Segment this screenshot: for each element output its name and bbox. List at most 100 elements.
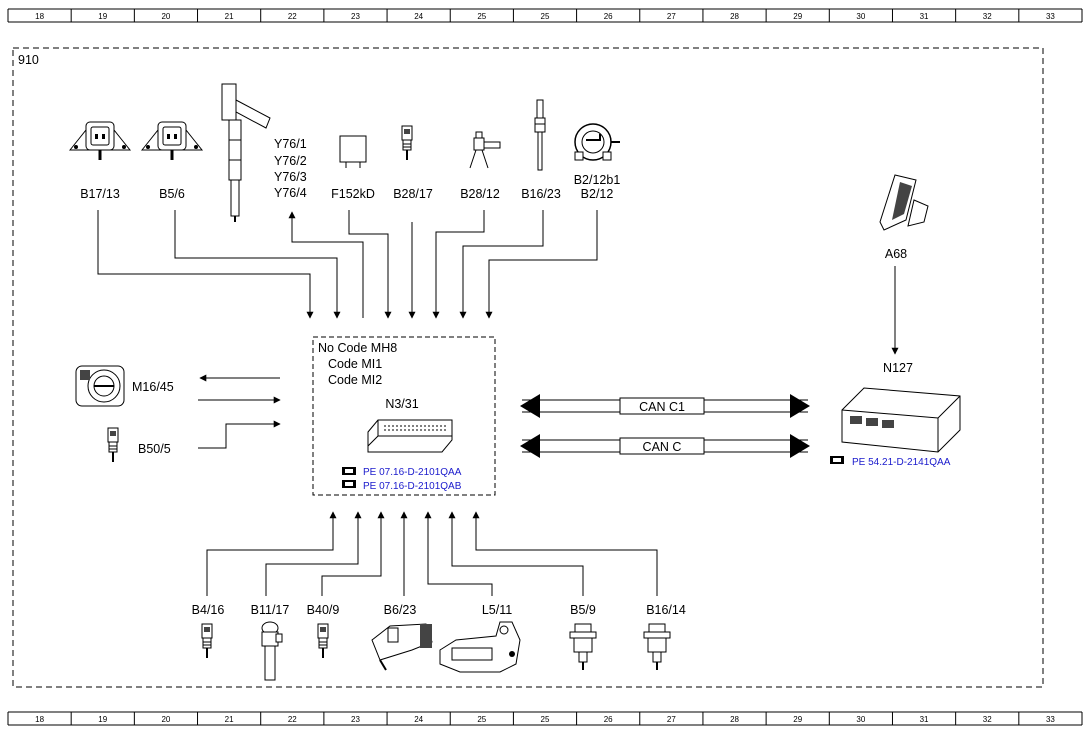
ruler-cell-label: 32 [983,715,992,724]
b4-16-sensor-icon [201,623,213,659]
ecu-n3-31-box [312,336,496,496]
label-a68: A68 [885,247,907,261]
b16-23-temp-sensor-icon [534,99,546,171]
ruler-cell-label: 25 [541,12,550,21]
ruler-cell-label: 28 [730,715,739,724]
b50-5-sensor-icon [107,427,119,463]
b6-23-camshaft-sensor-icon [371,623,433,671]
ecu-ref-1-link[interactable]: PE 07.16-D-2101QAA [363,467,462,478]
left-signal-lines [198,374,281,449]
label-b50-5: B50/5 [138,442,171,456]
can-c1-label: CAN C1 [639,400,685,414]
ecu-module-icon [367,419,453,453]
ruler-cell-label: 25 [477,12,486,21]
ruler-cell-label: 31 [920,12,929,21]
injector-icon [221,83,271,222]
can-c-bus [520,434,810,458]
ruler-cell-label: 26 [604,715,613,724]
ruler-cell-label: 22 [288,12,297,21]
label-m16-45: M16/45 [132,380,174,394]
label-b6-23: B6/23 [384,603,417,617]
ruler-cell-label: 20 [161,12,170,21]
b40-9-sensor-icon [317,623,329,659]
label-y76-2: Y76/2 [274,154,307,168]
ecu-ref-2-link[interactable]: PE 07.16-D-2101QAB [363,481,462,492]
label-b28-12: B28/12 [460,187,500,201]
ruler-cell-label: 29 [793,715,802,724]
can-c1-bus [520,394,810,418]
ecu-label: N3/31 [385,397,418,411]
ruler-cell-label: 24 [414,12,423,21]
b2-12-mass-air-flow-icon [574,123,620,161]
b5-6-pressure-sensor-icon [140,121,204,160]
a68-accelerator-pedal-icon [879,174,929,231]
label-f152kd: F152kD [331,187,375,201]
diagram-frame [12,47,1044,688]
ruler-cell-label: 27 [667,715,676,724]
b28-17-sensor-icon [401,125,413,161]
b17-13-pressure-sensor-icon [68,121,132,160]
b16-14-temp-sensor-icon [643,623,671,670]
label-b17-13: B17/13 [80,187,120,201]
ruler-cell-label: 28 [730,12,739,21]
label-y76-3: Y76/3 [274,170,307,184]
ecu-code-1: No Code MH8 [318,341,397,355]
l5-11-crankshaft-sensor-icon [439,621,521,673]
m16-45-throttle-actuator-icon [75,365,125,407]
label-b4-16: B4/16 [192,603,225,617]
ruler-cell-label: 18 [35,12,44,21]
label-l5-11: L5/11 [482,603,512,617]
label-n127: N127 [883,361,913,375]
f152kd-relay-icon [339,135,367,168]
label-b5-6: B5/6 [159,187,185,201]
label-b28-17: B28/17 [393,187,433,201]
ruler-cell-label: 23 [351,12,360,21]
ruler-cell-label: 30 [856,715,865,724]
ecu-code-3: Code MI2 [328,373,382,387]
ruler-cell-label: 29 [793,12,802,21]
ruler-cell-label: 24 [414,715,423,724]
ruler-cell-label: 33 [1046,715,1055,724]
ref-icon [342,480,356,488]
ruler-cell-label: 23 [351,715,360,724]
b5-9-pressure-sensor-icon [569,623,597,670]
ruler-cell-label: 27 [667,12,676,21]
ref-icon [342,467,356,475]
ruler-cell-label: 31 [920,715,929,724]
can-c-label: CAN C [643,440,682,454]
bottom-signal-lines [206,511,658,596]
frame-id: 910 [18,53,39,67]
ruler-cell-label: 20 [161,715,170,724]
ruler-cell-label: 19 [98,715,107,724]
n127-ref-link[interactable]: PE 54.21-D-2141QAA [852,457,951,468]
ecu-code-2: Code MI1 [328,357,382,371]
label-y76-4: Y76/4 [274,186,307,200]
bottom-ruler: 18 19 20 21 22 23 24 25 25 26 27 28 29 30 31 32 33 [7,711,1083,726]
label-b5-9: B5/9 [570,603,596,617]
ruler-cell-label: 18 [35,715,44,724]
label-b16-23: B16/23 [521,187,561,201]
label-y76-1: Y76/1 [274,137,307,151]
label-b16-14: B16/14 [646,603,686,617]
ruler-cell-label: 33 [1046,12,1055,21]
ruler-cell-label: 30 [856,12,865,21]
label-b2-12: B2/12 [581,187,614,201]
b28-12-sensor-icon [469,131,501,169]
label-b2-12b1: B2/12b1 [574,173,621,187]
top-ruler: 18 19 20 21 22 23 24 25 25 26 27 28 29 30 31 32 33 [7,8,1083,23]
ruler-cell-label: 25 [541,715,550,724]
ruler-cell-label: 32 [983,12,992,21]
ruler-cell-label: 21 [225,715,234,724]
top-signal-lines [97,210,899,355]
ref-icon [830,456,844,464]
ruler-cell-label: 26 [604,12,613,21]
ruler-cell-label: 21 [225,12,234,21]
b11-17-temp-sensor-icon [261,621,283,681]
label-b11-17: B11/17 [251,603,290,617]
ruler-cell-label: 19 [98,12,107,21]
n127-control-unit-icon [841,387,961,453]
ruler-cell-label: 22 [288,715,297,724]
ruler-cell-label: 25 [477,715,486,724]
label-b40-9: B40/9 [307,603,340,617]
